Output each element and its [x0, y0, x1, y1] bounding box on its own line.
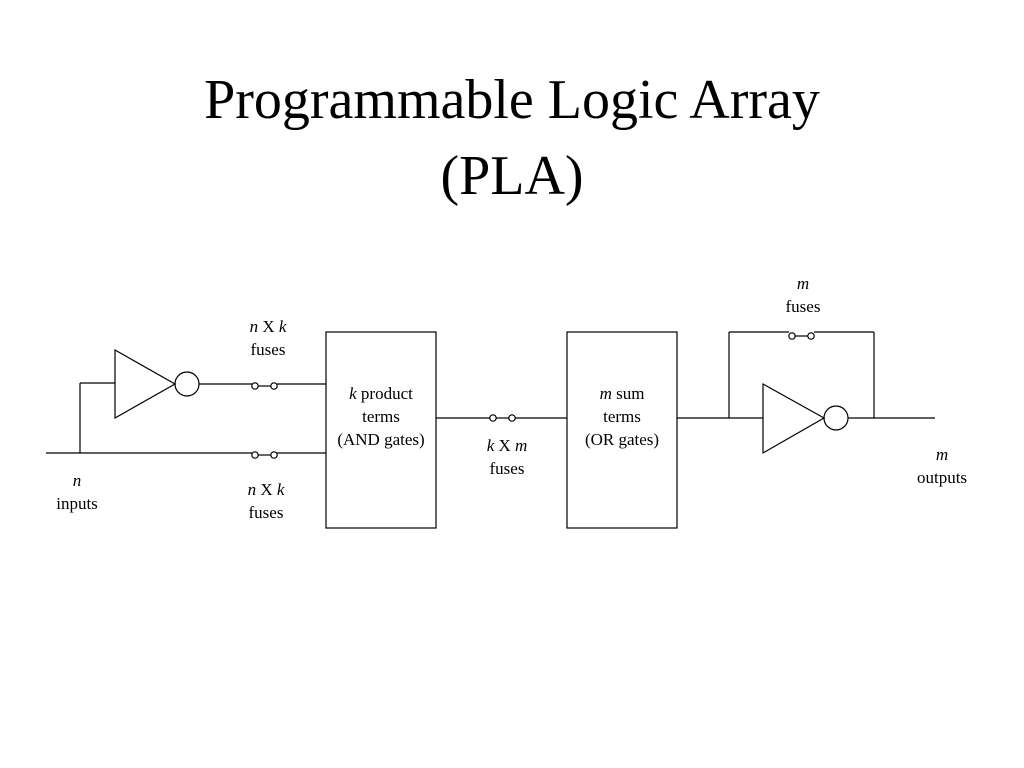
label-outputs: m outputs [916, 445, 968, 487]
label-or-block: m sum terms (OR gates) [584, 384, 660, 449]
fuse-middle-right [508, 414, 516, 422]
title-line-1: Programmable Logic Array [204, 69, 820, 131]
fuse-top-left [251, 382, 259, 390]
and-gates-block [325, 331, 437, 529]
slide-title: Programmable Logic Array (PLA) [0, 62, 1024, 214]
label-and-block: k product terms (AND gates) [337, 384, 425, 449]
label-output-fuses: m fuses [785, 274, 821, 316]
label-inputs: n inputs [56, 471, 98, 513]
or-gates-block [566, 331, 678, 529]
input-inverter-bubble [174, 371, 200, 397]
fuse-bottom-left [251, 451, 259, 459]
output-inverter-bubble [823, 405, 849, 431]
fuse-output-left [788, 332, 796, 340]
label-input-fuses-top: n X k fuses [249, 317, 287, 359]
label-middle-fuses: k X m fuses [486, 436, 528, 478]
fuse-middle-left [489, 414, 497, 422]
output-inverter-icon [762, 382, 826, 455]
label-input-fuses-bottom: n X k fuses [247, 480, 285, 522]
fuse-output-right [807, 332, 815, 340]
input-inverter-icon [114, 348, 177, 420]
fuse-bottom-right [270, 451, 278, 459]
fuse-top-right [270, 382, 278, 390]
title-line-2: (PLA) [440, 145, 584, 207]
